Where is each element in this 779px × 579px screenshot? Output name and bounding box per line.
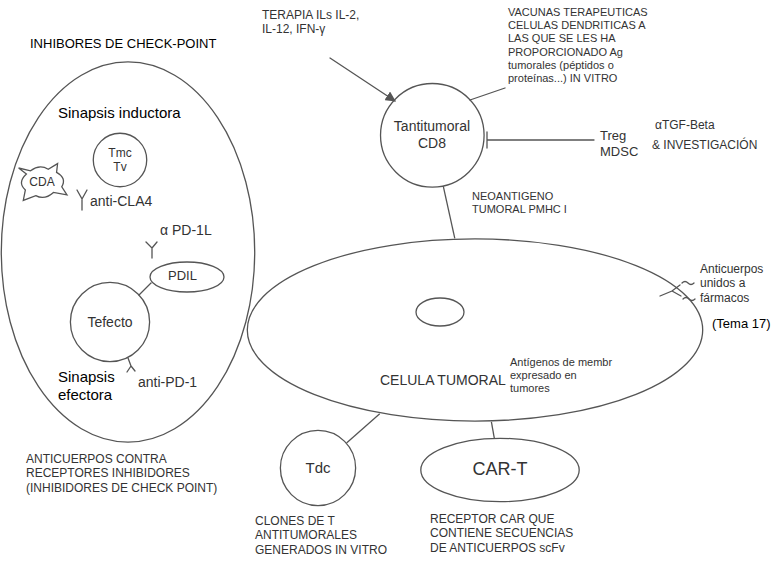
note: RECEPTOR CAR QUE CONTIENE SECUENCIAS DE …: [430, 512, 590, 555]
node-label: Tdc: [305, 459, 330, 477]
note: ANTICUERPOS CONTRA RECEPTORES INHIBIDORE…: [26, 452, 246, 495]
binding-connector: [491, 422, 494, 438]
note: αTGF-Beta: [655, 118, 765, 132]
t-cell-circle: TmcTv: [93, 133, 147, 187]
label-holder: anti-CLA4: [90, 193, 170, 210]
label-holder: VACUNAS TERAPEUTICAS CELULAS DENDRITICAS…: [508, 6, 668, 85]
suppressor-label: Treg MDSC: [600, 128, 644, 159]
antibody-symbol: [127, 358, 135, 372]
node-label: Tantitumoral CD8: [389, 118, 475, 152]
binding-connector: [443, 186, 455, 238]
region-label: Sinapsis inductora: [58, 104, 198, 122]
node-label: Tefecto: [87, 314, 132, 331]
vaccine-line: [470, 88, 505, 100]
antibody-label: anti-CLA4: [90, 193, 170, 210]
antibody-symbol: [146, 242, 157, 258]
label-holder: TERAPIA ILs IL-2, IL-12, IFN-γ: [262, 8, 372, 37]
drug-antibody-symbol: [660, 282, 695, 301]
label-holder: αTGF-Beta: [655, 118, 765, 132]
node-text-group: TmcTv: [108, 146, 131, 175]
label-holder: CLONES DE T ANTITUMORALES GENERADOS IN V…: [255, 514, 405, 557]
label-holder: Sinapsis inductora: [58, 104, 198, 122]
note: & INVESTIGACIÓN: [652, 138, 776, 152]
label-holder: & INVESTIGACIÓN: [652, 138, 776, 152]
node-text-group: Tantitumoral CD8: [389, 118, 475, 152]
label-holder: NEOANTIGENO TUMORAL PMHC I: [470, 190, 570, 217]
vaccine-note: VACUNAS TERAPEUTICAS CELULAS DENDRITICAS…: [508, 6, 668, 85]
label-holder: CELULA TUMORAL: [380, 372, 530, 389]
node-text-group: Tdc: [305, 459, 330, 477]
label-holder: Antígenos de membr expresado en tumores: [510, 356, 615, 396]
label-holder: (Tema 17): [712, 316, 776, 332]
adc-note: Anticuerpos unidos a fármacos: [700, 262, 776, 305]
car-t-cell: CAR-T: [420, 438, 580, 502]
label-holder: α PD-1L: [160, 222, 230, 239]
inhibition-line: [487, 132, 594, 148]
label-holder: RECEPTOR CAR QUE CONTIENE SECUENCIAS DE …: [430, 512, 590, 555]
t-cell-circle: Tantitumoral CD8: [380, 83, 485, 188]
note: CLONES DE T ANTITUMORALES GENERADOS IN V…: [255, 514, 405, 557]
nucleus-outline: [416, 298, 464, 326]
antigen-note: Antígenos de membr expresado en tumores: [510, 356, 615, 396]
t-cell-circle: Tefecto: [70, 282, 150, 362]
antibody-label: α PD-1L: [160, 222, 230, 239]
connector-label: NEOANTIGENO TUMORAL PMHC I: [470, 190, 570, 216]
node-label: CELULA TUMORAL: [380, 372, 530, 389]
label-holder: Treg MDSC: [600, 128, 644, 159]
region-heading: INHIBORES DE CHECK-POINT: [30, 36, 260, 52]
therapy-arrow: [330, 58, 395, 101]
dendritic-cell: CDA: [16, 162, 68, 202]
binding-connector: [347, 414, 380, 443]
node-label: CAR-T: [473, 459, 528, 481]
label-holder: anti-PD-1: [138, 374, 213, 391]
label-holder: PDIL: [168, 268, 208, 284]
ellipse-outline: [245, 238, 705, 422]
label-holder: Anticuerpos unidos a fármacos: [700, 262, 776, 305]
antibody-symbol: [77, 190, 87, 210]
therapy-note: TERAPIA ILs IL-2, IL-12, IFN-γ: [262, 8, 372, 37]
tumor-cell: CELULA TUMORAL: [245, 238, 705, 422]
node-label: Tv: [108, 160, 131, 174]
reference-note: (Tema 17): [712, 316, 776, 332]
ligand-outline: [150, 262, 224, 292]
node-text-group: CDA: [29, 175, 54, 189]
receptor-line: [139, 283, 151, 295]
label-holder: ANTICUERPOS CONTRA RECEPTORES INHIBIDORE…: [26, 452, 246, 495]
node-text-group: Tefecto: [87, 314, 132, 331]
ligand-label: PDIL: [168, 268, 208, 284]
label-holder: Sinapsis efectora: [58, 368, 138, 404]
node-label: Tmc: [108, 146, 131, 160]
region-label: Sinapsis efectora: [58, 368, 138, 404]
antibody-label: anti-PD-1: [138, 374, 213, 391]
t-cell-circle: Tdc: [280, 430, 356, 506]
label-holder: INHIBORES DE CHECK-POINT: [30, 36, 260, 52]
node-label: CDA: [29, 175, 54, 189]
node-text-group: CAR-T: [473, 459, 528, 481]
